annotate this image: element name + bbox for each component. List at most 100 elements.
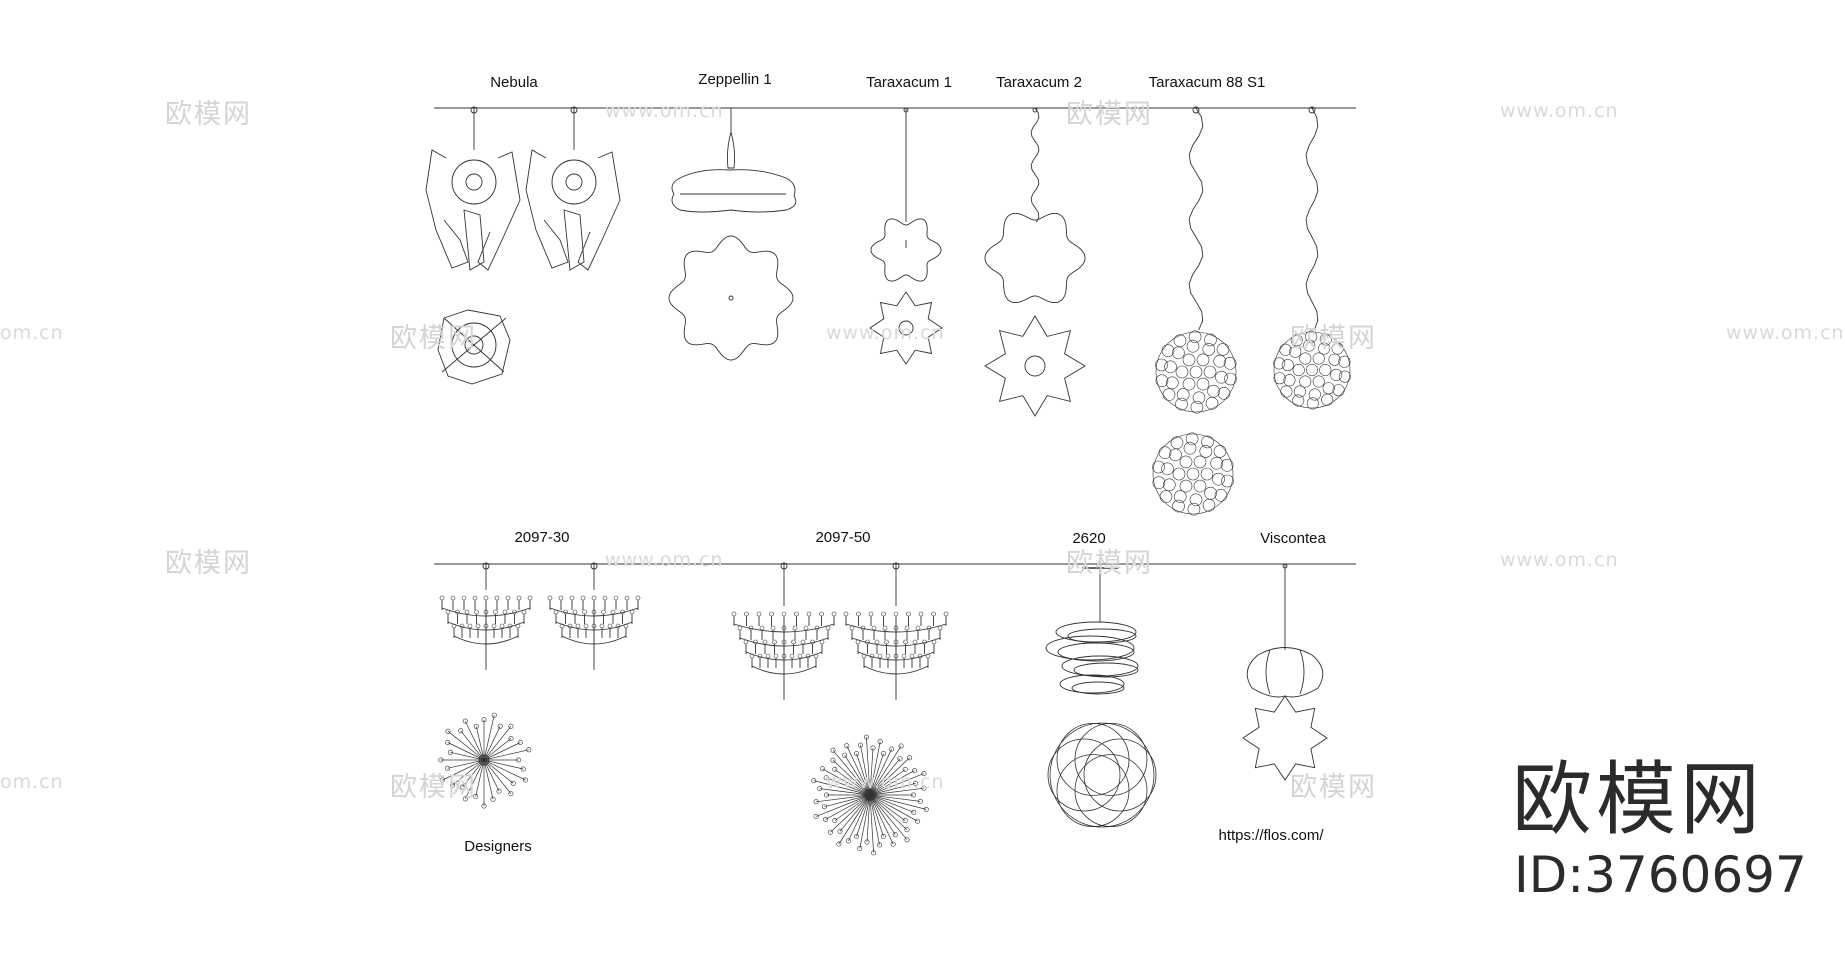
chandelier-2097-50-top-view-bulb [898, 743, 904, 749]
chandelier-2097-30-b-bulb [559, 623, 565, 629]
watermark-site: www.om.cn [605, 100, 724, 122]
chandelier-2097-50-top-view-bulb [827, 829, 833, 835]
label-2620: 2620 [1072, 530, 1106, 547]
chandelier-2097-50-a-bulb [794, 611, 799, 617]
chandelier-2097-50-a-bulb [759, 625, 765, 631]
chandelier-2097-30-top-view-ray [442, 759, 485, 781]
watermark-brand: 欧模网 [1290, 323, 1377, 354]
watermark-site: om.cn [0, 322, 64, 344]
nebula-leaf [577, 151, 621, 271]
chandelier-2097-30-top-view-bulb [438, 757, 444, 763]
lamp-2620-top-view-outline [1049, 722, 1155, 828]
chandelier-2097-50-top-view-ray [869, 773, 925, 796]
chandelier-2097-50-a-canopy [780, 562, 788, 570]
chandelier-2097-50-top-view-bulb [854, 751, 860, 757]
nebula-disc [451, 159, 497, 205]
chandelier-2097-50-b-bulb [912, 639, 918, 645]
chandelier-2097-50-a-bulb [756, 611, 762, 617]
taraxacum88-side-b-bubble [1293, 385, 1306, 398]
chandelier-2097-30-top-view-ray [483, 759, 526, 781]
chandelier-2097-30-a-bulb [505, 595, 511, 601]
chandelier-2097-30-top-view-hub [478, 754, 490, 766]
chandelier-2097-50-top-view-ray [822, 768, 871, 796]
taraxacum88-top-view-bubble [1214, 488, 1228, 502]
chandelier-2097-50-b-bulb [869, 653, 875, 659]
chandelier-2097-30-b-canopy [590, 562, 598, 570]
chandelier-2097-50-top-view-ray [869, 794, 908, 840]
chandelier-2097-50-top-view-bulb [832, 818, 838, 824]
chandelier-2097-30-top-view-bulb [440, 777, 446, 783]
nebula-top-view-leaf [441, 317, 507, 373]
chandelier-2097-50-b-bulb [884, 639, 889, 645]
chandelier-2097-50-top-view-bulb [813, 813, 819, 819]
taraxacum88-side-b-bubble [1289, 345, 1302, 358]
taraxacum88-side-a-bubble [1196, 377, 1210, 391]
chandelier-2097-30-a-bulb [494, 595, 500, 601]
chandelier-2097-30-top-view-ray [450, 751, 485, 761]
chandelier-2097-30-a-bulb [464, 609, 470, 615]
chandelier-2097-30-top-view-bulb [510, 780, 516, 786]
chandelier-2097-50-top-view-bulb [832, 766, 838, 772]
chandelier-2097-30-top-view-ray [483, 759, 514, 784]
chandelier-2097-50-top-view-ray [826, 777, 871, 796]
chandelier-2097-30-top-view-ray [460, 730, 485, 761]
chandelier-2097-30-a-bulb [472, 595, 478, 601]
taraxacum88-top-view-bubble [1201, 435, 1214, 449]
chandelier-2097-50-b-bulb [918, 611, 924, 617]
chandelier-2097-50-b-bulb [868, 611, 874, 617]
chandelier-2097-50-top-view-ray [832, 760, 871, 796]
chandelier-2097-30-b-bulb [602, 595, 608, 601]
lamp-2620-ring [1061, 655, 1139, 677]
chandelier-2097-50-top-view-bulb [923, 806, 929, 812]
chandelier-2097-30-b-bulb [582, 609, 587, 615]
chandelier-2097-30-top-view-ray [483, 759, 512, 794]
chandelier-2097-30-top-view-bulb [508, 791, 514, 797]
chandelier-2097-30-b-bulb [583, 623, 589, 629]
chandelier-2097-50-b-bulb [856, 611, 861, 617]
chandelier-2097-50-top-view-bulb [904, 837, 910, 843]
chandelier-2097-30-a-bulb [467, 623, 473, 629]
taraxacum88-top-view-bubble [1193, 479, 1207, 493]
chandelier-2097-50-top-view-bulb [857, 845, 863, 851]
chandelier-2097-50-top-view-bulb [910, 792, 916, 798]
taraxacum88-side-a-bubble [1204, 333, 1217, 347]
taraxacum88-side-b-bubble [1292, 363, 1305, 376]
chandelier-2097-50-b-bulb [849, 625, 855, 631]
taraxacum88-side-b-bubble [1330, 368, 1343, 381]
chandelier-2097-30-top-view-bulb [458, 728, 464, 734]
chandelier-2097-50-top-view-bulb [902, 818, 908, 824]
taraxacum88-top-view-bubble [1183, 441, 1197, 455]
taraxacum88-side-a-bubble [1205, 396, 1219, 410]
taraxacum88-side-a-bubble [1203, 365, 1217, 379]
chandelier-2097-50-top-view-ray [856, 794, 871, 837]
chandelier-2097-50-top-view-ray [869, 794, 874, 853]
taraxacum88-top-view-bubble [1179, 455, 1193, 469]
chandelier-2097-50-b-bulb [917, 653, 923, 659]
model-id: ID:3760697 [1514, 846, 1807, 904]
taraxacum88-side-b-bubble [1338, 370, 1351, 383]
taraxacum88-side-a-bubble [1155, 358, 1168, 372]
chandelier-2097-30-a-bulb [459, 623, 465, 629]
lamp-2620-top-view-ring [1083, 738, 1157, 812]
chandelier-2097-30-b-bulb [580, 595, 586, 601]
nebula-leaf [463, 209, 485, 271]
watermark-site: www.om.cn [605, 549, 724, 571]
nebula-leaf [477, 151, 521, 271]
taraxacum88-side-a-bubble [1223, 356, 1237, 370]
taraxacum88-side-b-bubble [1273, 372, 1286, 385]
chandelier-2097-50-top-view-bulb [876, 842, 882, 848]
taraxacum88-cord-b [1305, 107, 1319, 331]
chandelier-2097-50-top-view-bulb [844, 743, 850, 749]
chandelier-2097-30-top-view-ray [475, 759, 485, 797]
chandelier-2097-30-a-canopy [482, 562, 490, 570]
chandelier-2097-50-top-view-bulb [907, 755, 913, 761]
taraxacum88-side-b-bubble [1299, 352, 1312, 365]
chandelier-2097-50-top-view-ray [869, 769, 906, 796]
drawing-sheet: 欧模网 www.om.cn 欧模网 www.om.cn om.cn 欧模网 ww… [0, 71, 1844, 900]
chandelier-2097-30-top-view-bulb [445, 728, 451, 734]
nebula-top-view-center [464, 335, 484, 355]
chandelier-2097-50-top-view-bulb [913, 780, 919, 786]
chandelier-2097-50-a-bulb [792, 625, 798, 631]
chandelier-2097-50-top-view-ray [869, 794, 927, 810]
chandelier-2097-30-a-bulb [461, 595, 467, 601]
